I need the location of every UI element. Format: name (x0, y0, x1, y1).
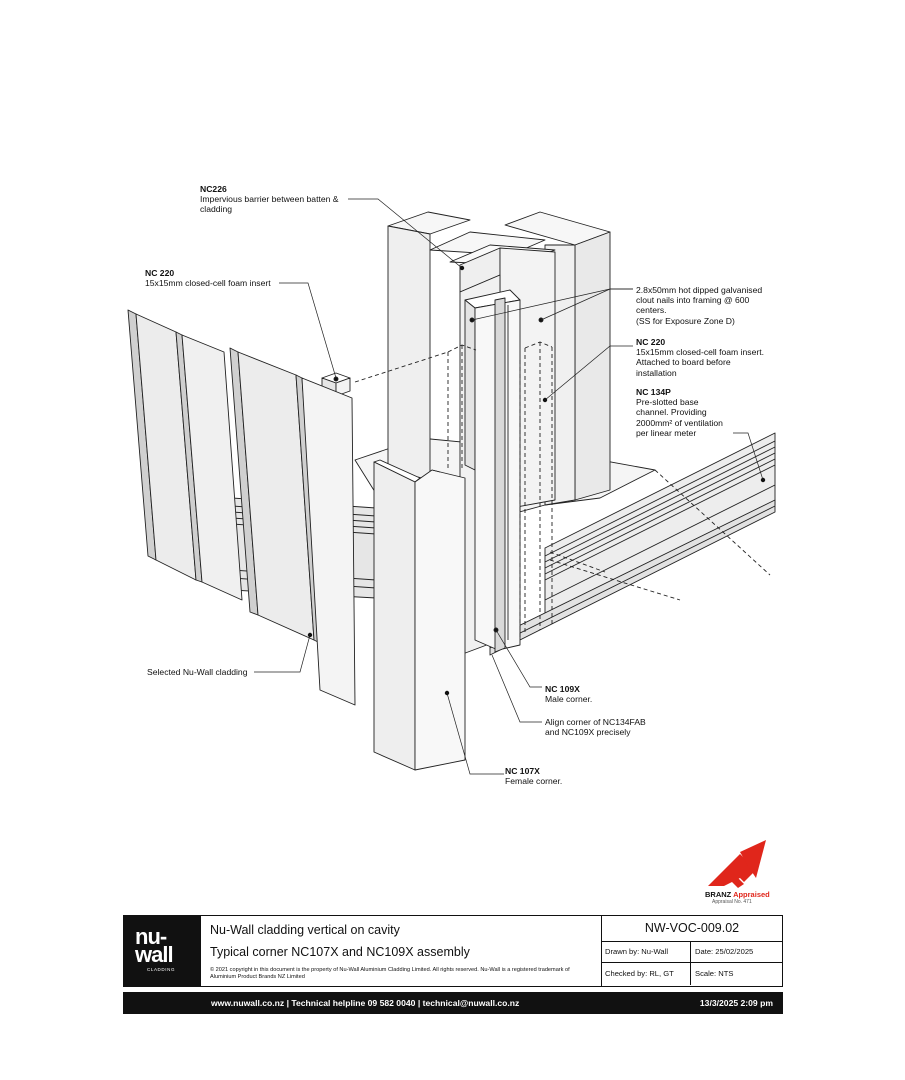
label-code: NC 107X (505, 766, 540, 776)
label-line: Selected Nu-Wall cladding (147, 667, 248, 677)
label-line: cladding (200, 204, 233, 215)
label-code: NC226 (200, 184, 227, 194)
label-nc134p: NC 134P Pre-slotted base channel. Provid… (636, 387, 723, 438)
title-block: nu- wall CLADDING Nu-Wall cladding verti… (123, 915, 783, 987)
title-divider (601, 916, 602, 986)
logo-line1: nu- (135, 924, 167, 949)
label-code: NC 109X (545, 684, 580, 694)
branz-appraised: Appraised (733, 890, 770, 899)
footer-print-date: 13/3/2025 2:09 pm (699, 998, 773, 1008)
leader-dots (307, 265, 766, 696)
male-corner (464, 289, 521, 653)
branz-word: BRANZ (705, 890, 732, 899)
label-line: Female corner. (505, 776, 563, 787)
branz-appraisal-no: Appraisal No. 471 (712, 899, 752, 905)
label-line: 15x15mm closed-cell foam insert (145, 278, 271, 289)
label-line: installation (636, 367, 677, 378)
label-nc220-left: NC 220 15x15mm closed-cell foam insert (145, 268, 271, 288)
label-align: Align corner of NC134FAB and NC109X prec… (545, 717, 646, 737)
label-code: NC 134P (636, 387, 671, 397)
drawing-date: Date: 25/02/2025 (691, 941, 783, 963)
cladding-panels (127, 309, 356, 706)
label-code: NC 220 (636, 337, 666, 347)
drawn-by: Drawn by: Nu-Wall (601, 941, 691, 963)
nuwall-logo: nu- wall CLADDING (124, 916, 201, 986)
label-line: (SS for Exposure Zone D) (636, 315, 735, 326)
label-line: per linear meter (636, 427, 697, 438)
label-line: clout nails into framing @ 600 (636, 295, 750, 306)
label-code: NC 220 (145, 268, 175, 278)
copyright-notice: © 2021 copyright in this document is the… (210, 967, 570, 980)
branz-label: BRANZ Appraised (705, 890, 770, 899)
logo-line3: CLADDING (147, 967, 176, 972)
footer-bar: www.nuwall.co.nz | Technical helpline 09… (123, 992, 783, 1014)
base-channel-right (489, 432, 776, 656)
label-line: channel. Providing (636, 407, 707, 418)
checked-by: Checked by: RL, GT (601, 963, 691, 985)
drawing-scale: Scale: NTS (695, 969, 734, 978)
label-cladding: Selected Nu-Wall cladding (147, 667, 247, 677)
label-line: Male corner. (545, 694, 593, 705)
label-line: Attached to board before (636, 357, 731, 368)
label-nc226: NC226 Impervious barrier between batten … (200, 184, 339, 215)
leader-lines (254, 198, 764, 775)
drawing-subtitle: Typical corner NC107X and NC109X assembl… (210, 945, 470, 959)
label-line: and NC109X precisely (545, 727, 631, 738)
label-nc107x: NC 107X Female corner. (505, 766, 562, 786)
label-line: Impervious barrier between batten & (200, 194, 339, 205)
label-nc109x: NC 109X Male corner. (545, 684, 592, 704)
drawing-title: Nu-Wall cladding vertical on cavity (210, 923, 400, 937)
drawing-number: NW-VOC-009.02 (601, 916, 783, 942)
label-line: 2000mm² of ventilation (636, 417, 723, 428)
female-corner (373, 459, 466, 771)
label-nc220-right: NC 220 15x15mm closed-cell foam insert. … (636, 337, 764, 378)
label-line: 15x15mm closed-cell foam insert. (636, 347, 764, 358)
logo-line2: wall (135, 942, 174, 967)
label-line: Pre-slotted base (636, 397, 699, 408)
label-nails: 2.8x50mm hot dipped galvanised clout nai… (636, 285, 762, 326)
footer-contacts: www.nuwall.co.nz | Technical helpline 09… (211, 998, 520, 1008)
corner-assembly-drawing (127, 198, 776, 775)
label-line: centers. (636, 305, 667, 316)
branz-logo-icon (708, 840, 766, 888)
foam-inserts-hidden (354, 341, 771, 640)
label-line: Align corner of NC134FAB (545, 717, 646, 727)
label-line: 2.8x50mm hot dipped galvanised (636, 285, 763, 295)
